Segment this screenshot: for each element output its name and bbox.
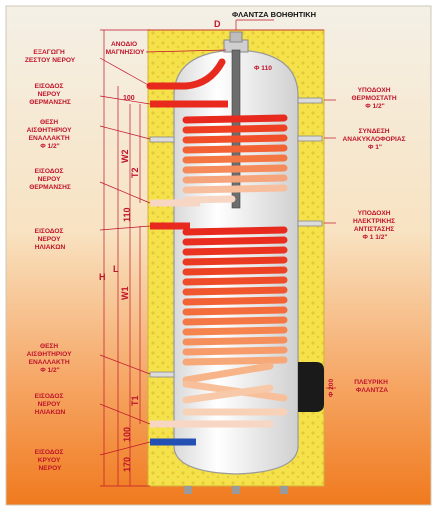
dimension-lines	[100, 29, 150, 487]
dim-110: 110	[122, 207, 132, 222]
electric-label: ΥΠΟΔΟΧΗ ΗΛΕΚΤΡΙΚΗΣ ΑΝΤΙΣΤΑΣΗΣ Φ 1 1/2"	[353, 210, 397, 241]
lower-coil	[182, 226, 288, 428]
side-flange-size: Φ 200	[328, 379, 335, 398]
dim-l: L	[113, 264, 119, 274]
heating-return-label: ΕΙΣΟΔΟΣ ΝΕΡΟΥ ΘΕΡΜΑΝΣΗΣ	[29, 168, 71, 191]
side-flange-label: ΠΛΕΥΡΙΚΗ ΦΛΑΝΤΖΑ	[354, 379, 390, 394]
dim-h: H	[99, 272, 106, 282]
dim-w1: W1	[120, 287, 130, 301]
top-flange-label: ΦΛΑΝΤΖΑ ΒΟΗΘΗΤΙΚΗ	[232, 10, 316, 19]
diameter-label: D	[214, 19, 221, 29]
dim-w2: W2	[120, 150, 130, 164]
dim-t2: T2	[130, 167, 140, 178]
dim-100-bottom: 100	[122, 427, 132, 442]
tank-feet	[184, 486, 288, 494]
hot-water-outlet-pipe	[146, 58, 226, 90]
hot-out-label: ΕΞΑΓΩΓΗ ΖΕΣΤΟΥ ΝΕΡΟΥ	[25, 49, 76, 64]
side-flange	[298, 362, 324, 412]
thermostat-label: ΥΠΟΔΟΧΗ ΘΕΡΜΟΣΤΑΤΗ Φ 1/2"	[352, 87, 399, 110]
recirculation-label: ΣΥΝΔΕΣΗ ΑΝΑΚΥΚΛΟΦΟΡΙΑΣ Φ 1"	[343, 128, 408, 151]
sensor-lower-label: ΘΕΣΗ ΑΙΣΘΗΤΗΡΙΟΥ ΕΝΑΛΛΑΚΤΗ Φ 1/2"	[27, 343, 74, 374]
leader-lines	[99, 19, 336, 456]
anode-label: ΑΝΟΔΙΟ ΜΑΓΝΗΣΙΟΥ	[106, 41, 145, 56]
top-flange-size: Φ 110	[254, 65, 272, 72]
dim-t1: T1	[130, 395, 140, 406]
heating-in-label: ΕΙΣΟΔΟΣ ΝΕΡΟΥ ΘΕΡΜΑΝΣΗΣ	[29, 83, 71, 106]
top-flange	[223, 31, 249, 53]
solar-in-label: ΕΙΣΟΔΟΣ ΝΕΡΟΥ ΗΛΙΑΚΩΝ	[35, 228, 66, 251]
upper-coil	[182, 114, 288, 204]
dim-100-top: 100	[123, 95, 135, 102]
sensor-stubs	[149, 136, 175, 378]
solar-return-label: ΕΙΣΟΔΟΣ ΝΕΡΟΥ ΗΛΙΑΚΩΝ	[35, 393, 66, 416]
cold-in-label: ΕΙΣΟΔΟΣ ΚΡΥΟΥ ΝΕΡΟΥ	[35, 449, 66, 472]
right-connections	[297, 97, 323, 227]
dim-170: 170	[122, 457, 132, 472]
sensor-upper-label: ΘΕΣΗ ΑΙΣΘΗΤΗΡΙΟΥ ΕΝΑΛΛΑΚΤΗ Φ 1/2"	[27, 119, 74, 150]
